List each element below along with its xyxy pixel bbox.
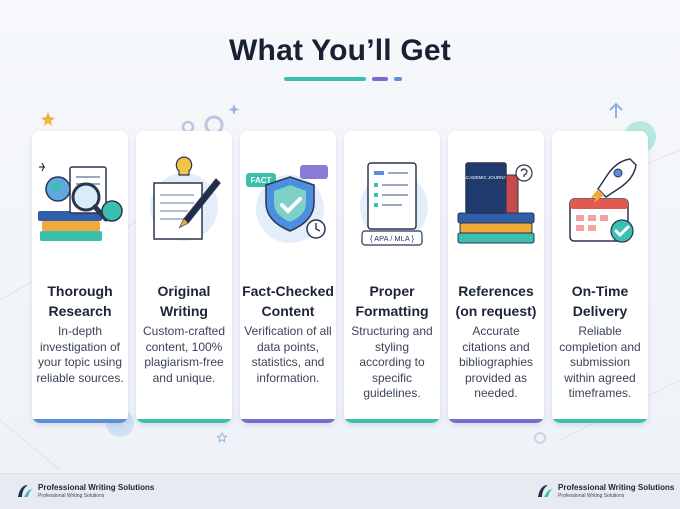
brand-subtitle: Professional Writing Solutions: [38, 492, 105, 499]
brand-logo-icon: [18, 485, 32, 497]
feature-card-formatting: { APA / MLA } Proper Formatting Structur…: [344, 131, 440, 423]
brand-name: Professional Writing Solutions: [38, 482, 155, 492]
card-title: Proper Formatting: [355, 283, 429, 319]
feature-card-delivery: On-Time Delivery Reliable completion and…: [552, 131, 648, 423]
card-accent-bar: [344, 419, 440, 423]
card-accent-bar: [552, 419, 648, 423]
feature-card-references: ACADEMIC JOURNAL References (on request)…: [448, 131, 544, 423]
card-title: Fact-Checked Content: [242, 283, 334, 319]
formatting-illustration-icon: { APA / MLA }: [360, 162, 428, 246]
references-illustration-icon: ACADEMIC JOURNAL: [457, 162, 535, 244]
card-title: On-Time Delivery: [571, 283, 629, 319]
card-description: Accurate citations and bibliographies pr…: [458, 324, 534, 400]
card-title: References (on request): [455, 283, 537, 319]
brand-subtitle: Professional Writing Solutions: [558, 492, 625, 499]
page-title: What You’ll Get: [229, 34, 451, 67]
card-description: Reliable completion and submission withi…: [559, 324, 641, 400]
feature-card-fact-check: FACT Fact-Checked Content Verification o…: [240, 131, 336, 423]
card-title: Thorough Research: [47, 283, 113, 319]
brand-logo-icon: [538, 485, 552, 497]
fact-check-illustration-icon: FACT: [246, 165, 328, 243]
footer-brand-right: Professional Writing Solutions Professio…: [534, 481, 674, 501]
writing-illustration-icon: [150, 156, 221, 241]
card-description: Verification of all data points, statist…: [244, 324, 332, 385]
card-description: In-depth investigation of your topic usi…: [36, 324, 124, 385]
book-spine-text: ACADEMIC JOURNAL: [463, 175, 510, 180]
feature-card-research: Thorough Research In-depth investigation…: [32, 131, 128, 423]
fact-tag: FACT: [251, 176, 272, 185]
card-accent-bar: [448, 419, 544, 423]
title-underline: [284, 77, 402, 81]
card-accent-bar: [32, 419, 128, 423]
card-accent-bar: [240, 419, 336, 423]
brand-name: Professional Writing Solutions: [558, 482, 675, 492]
card-description: Structuring and styling according to spe…: [351, 324, 433, 400]
footer: Professional Writing Solutions Professio…: [0, 473, 680, 509]
delivery-illustration-icon: [569, 158, 637, 243]
apa-mla-tag: { APA / MLA }: [370, 234, 415, 243]
footer-brand-left: Professional Writing Solutions Professio…: [14, 481, 154, 501]
feature-card-writing: Original Writing Custom-crafted content,…: [136, 131, 232, 423]
card-description: Custom-crafted content, 100% plagiarism-…: [142, 324, 226, 385]
research-illustration-icon: [38, 162, 123, 241]
card-title: Original Writing: [157, 283, 211, 319]
card-accent-bar: [136, 419, 232, 423]
